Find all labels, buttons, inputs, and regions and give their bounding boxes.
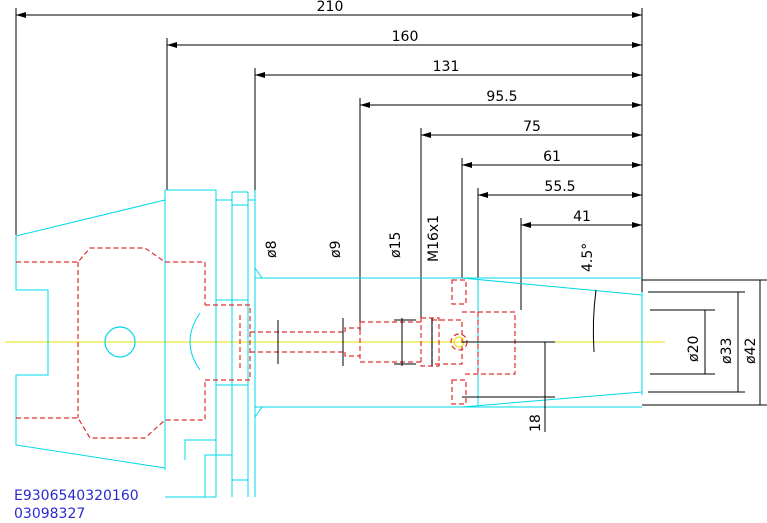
dim-d15: ø15 <box>388 232 404 258</box>
angle-arc <box>592 289 597 353</box>
part-number-primary: E9306540320160 <box>14 488 139 504</box>
dim-160: 160 <box>392 29 419 45</box>
dim-d9: ø9 <box>328 241 344 258</box>
drawbar-hole <box>104 326 136 358</box>
horizontal-dimensions <box>15 8 643 330</box>
dim-61: 61 <box>543 149 561 165</box>
dim-55-5: 55.5 <box>544 179 575 195</box>
inner-diameter-dimensions <box>277 318 433 366</box>
part-number-secondary: 03098327 <box>14 506 85 522</box>
dim-41: 41 <box>573 209 591 225</box>
horizontal-dimension-labels: 210 160 131 95.5 75 61 55.5 41 <box>317 0 591 225</box>
dim-d42: ø42 <box>743 338 759 364</box>
internal-hidden-lines <box>16 247 516 439</box>
holder-outline <box>15 189 643 498</box>
dim-210: 210 <box>317 0 344 15</box>
dim-angle: 4.5° <box>580 243 596 272</box>
dim-d20: ø20 <box>686 336 702 362</box>
offset-dimension <box>462 341 555 432</box>
dim-95-5: 95.5 <box>486 89 517 105</box>
dim-131: 131 <box>433 59 460 75</box>
outer-diameter-dimensions <box>642 279 767 406</box>
dim-m16x1: M16x1 <box>426 215 442 262</box>
dim-d8: ø8 <box>264 241 280 258</box>
dim-75: 75 <box>523 119 541 135</box>
dim-18: 18 <box>528 414 544 432</box>
dim-d33: ø33 <box>719 338 735 364</box>
